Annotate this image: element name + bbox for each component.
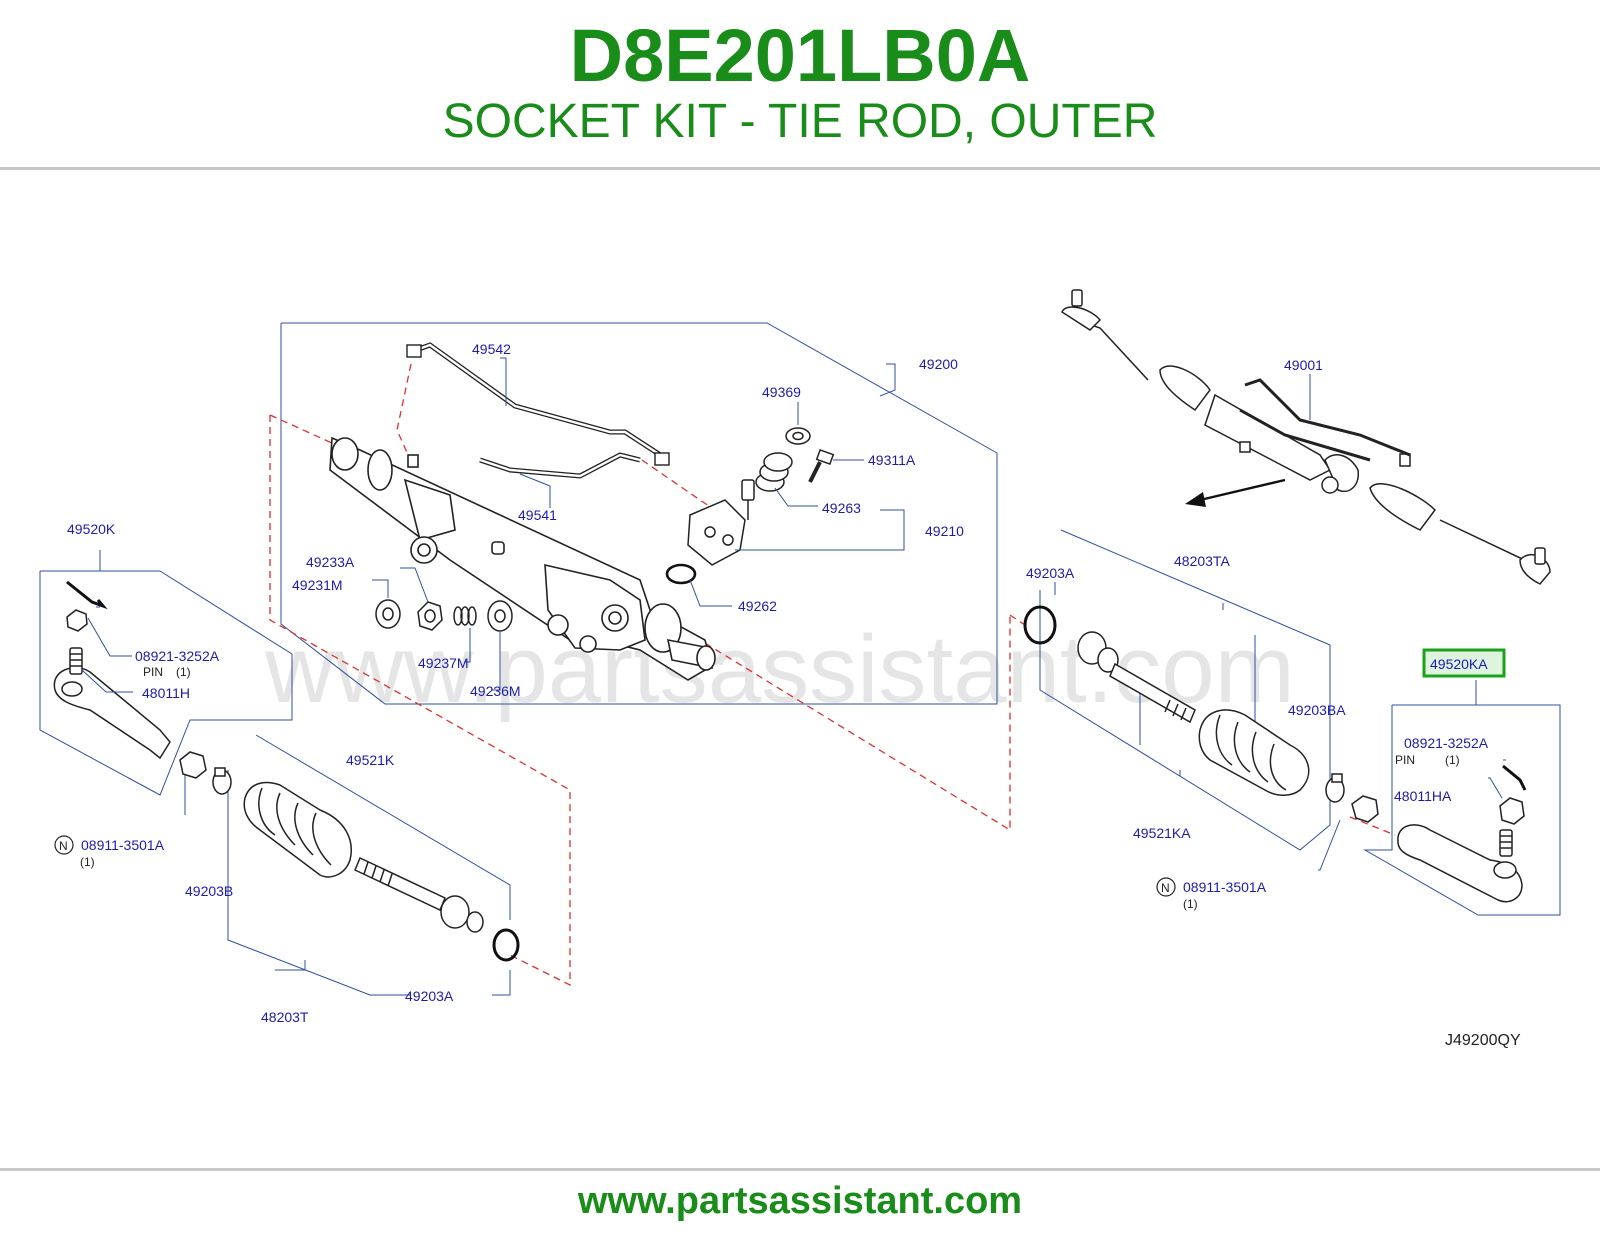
label-n-right: N [1161, 881, 1170, 895]
clamp-49203B [212, 767, 232, 795]
label-49236M[interactable]: 49236M [470, 683, 521, 699]
label-n-left: N [59, 839, 68, 853]
label-48011H[interactable]: 48011H [142, 685, 190, 701]
label-49541[interactable]: 49541 [518, 507, 557, 523]
highlighted-part-box[interactable] [1422, 648, 1506, 678]
inner-tie-rod-48203T [354, 856, 484, 933]
header-divider [0, 167, 1600, 170]
label-pin-qty-right: (1) [1445, 753, 1460, 767]
clamp-49203BA [1325, 773, 1345, 803]
page-header: D8E201LB0A SOCKET KIT - TIE ROD, OUTER [0, 0, 1600, 170]
part-number-title: D8E201LB0A [569, 14, 1031, 97]
label-48203TA[interactable]: 48203TA [1174, 553, 1230, 569]
label-49203B[interactable]: 49203B [185, 883, 233, 899]
clamp-49203A-right [1023, 605, 1057, 645]
label-08911-3501A-left[interactable]: 08911-3501A [81, 837, 165, 853]
cotter-pin-right [1502, 764, 1527, 791]
label-49203A-right[interactable]: 49203A [1026, 565, 1075, 581]
control-valve-49210 [687, 479, 755, 566]
label-49203BA[interactable]: 49203BA [1288, 702, 1346, 718]
footer-site-url[interactable]: www.partsassistant.com [577, 1180, 1023, 1222]
label-49311A[interactable]: 49311A [868, 452, 916, 468]
direction-arrow [1185, 478, 1286, 507]
label-49521K[interactable]: 49521K [346, 752, 395, 768]
gear-assembly-49001 [1061, 289, 1551, 585]
label-pin-qty-left: (1) [176, 665, 191, 679]
label-08911-qty-right: (1) [1183, 897, 1198, 911]
left-tie-rod-box [39, 570, 293, 796]
tie-rod-end-48011HA [1397, 824, 1523, 903]
label-pin-left: PIN [143, 665, 163, 679]
footer-divider [0, 1168, 1600, 1171]
tie-rod-end-48011H [53, 647, 171, 760]
label-49203A-left[interactable]: 49203A [405, 988, 454, 1004]
pipe-fitting-right [654, 452, 670, 466]
leader-lines-center [372, 357, 905, 691]
leader-lines-left-box [81, 550, 133, 693]
label-49263[interactable]: 49263 [822, 500, 861, 516]
part-description: SOCKET KIT - TIE ROD, OUTER [442, 95, 1158, 148]
label-49237M[interactable]: 49237M [418, 655, 469, 671]
label-49001[interactable]: 49001 [1284, 357, 1323, 373]
retainer-49236M [487, 600, 513, 632]
diagram-code: J49200QY [1445, 1032, 1521, 1049]
nut-49231M [375, 599, 401, 629]
label-49200[interactable]: 49200 [919, 356, 958, 372]
parts-diagram: www.partsassistant.com [0, 170, 1600, 1166]
label-49262[interactable]: 49262 [738, 598, 777, 614]
o-ring-49262 [665, 563, 697, 585]
lock-nut-right-08911 [1351, 795, 1379, 823]
seal-stack-49263 [755, 452, 793, 492]
n-symbol-right [1156, 877, 1176, 897]
label-49231M[interactable]: 49231M [292, 577, 343, 593]
label-08911-3501A-right[interactable]: 08911-3501A [1183, 879, 1267, 895]
pipe-fitting-top [406, 344, 422, 358]
steering-rack-housing [329, 436, 716, 681]
boot-49521KA [1198, 709, 1310, 796]
locknut-49233A [417, 601, 443, 631]
label-48011HA[interactable]: 48011HA [1394, 788, 1452, 804]
label-08921-3252A-left[interactable]: 08921-3252A [135, 648, 220, 664]
boot-49521K [243, 781, 352, 878]
n-symbol-left [54, 835, 74, 855]
label-49369[interactable]: 49369 [762, 384, 801, 400]
cotter-pin-left [66, 580, 108, 610]
label-pin-right: PIN [1395, 753, 1415, 767]
bolt-49311A [808, 448, 835, 483]
label-49542[interactable]: 49542 [472, 341, 511, 357]
label-08911-qty-left: (1) [80, 855, 95, 869]
label-49521KA[interactable]: 49521KA [1133, 825, 1191, 841]
label-49210[interactable]: 49210 [925, 523, 964, 539]
label-49520KA[interactable]: 49520KA [1430, 656, 1488, 672]
label-48203T[interactable]: 48203T [261, 1009, 309, 1025]
clamp-49203A-left [492, 928, 520, 962]
label-49520K[interactable]: 49520K [67, 521, 116, 537]
gear-assembly-pipes [1239, 378, 1411, 462]
label-08921-3252A-right[interactable]: 08921-3252A [1404, 735, 1489, 751]
castle-nut-right [1499, 797, 1525, 825]
right-tie-rod-box [1363, 680, 1561, 916]
label-49233A[interactable]: 49233A [306, 554, 355, 570]
castle-nut-left [66, 609, 88, 632]
gear-housing-group-box [280, 322, 998, 705]
spring-49237M [453, 606, 477, 626]
inner-tie-rod-48203TA [1077, 631, 1196, 724]
lock-nut-left-08911 [179, 751, 207, 779]
